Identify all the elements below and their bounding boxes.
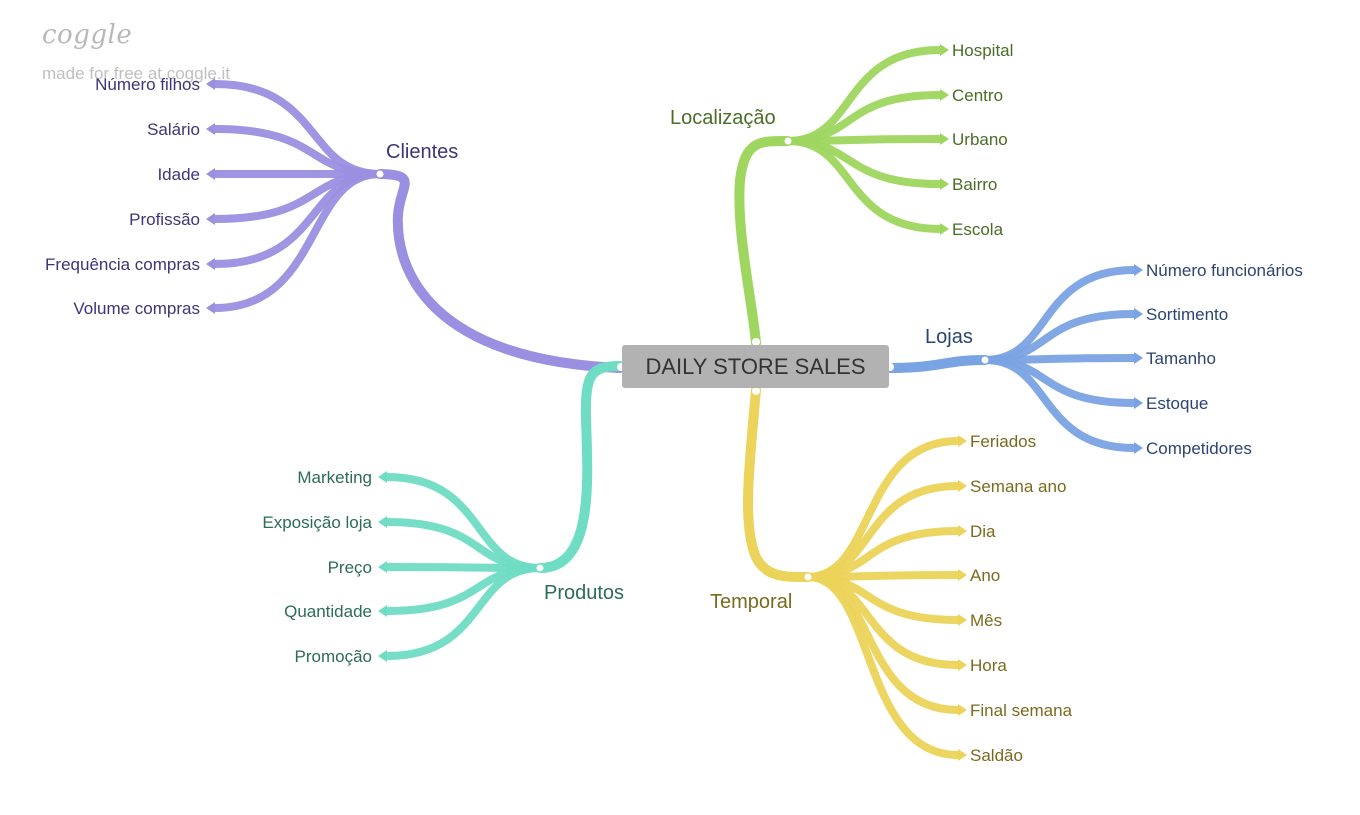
leaf-label[interactable]: Mês (970, 611, 1002, 630)
branch-clientes: Número filhosSalárioIdadeProfissãoFrequê… (45, 75, 625, 373)
leaf-label[interactable]: Ano (970, 566, 1000, 585)
branch-label-clientes[interactable]: Clientes (386, 141, 458, 163)
branch-label-temporal[interactable]: Temporal (710, 591, 792, 613)
leaf-arrow (958, 704, 967, 716)
leaf-arrow (378, 516, 387, 528)
leaf-arrow (958, 614, 967, 626)
branch-connector-clientes (375, 169, 625, 373)
leaf-arrow (1134, 352, 1143, 364)
branch-label-lojas[interactable]: Lojas (925, 326, 973, 348)
leaf-label[interactable]: Exposição loja (262, 513, 372, 532)
branch-connector-lojas (885, 355, 990, 373)
leaf-connector (784, 137, 944, 233)
leaf-label[interactable]: Final semana (970, 701, 1073, 720)
leaf-arrow (206, 123, 215, 135)
hub-notch (376, 170, 384, 178)
coggle-logo: coggle (42, 20, 133, 50)
leaf-arrow (940, 44, 949, 56)
hub-notch (784, 137, 792, 145)
leaf-label[interactable]: Número filhos (95, 75, 200, 94)
leaf-label[interactable]: Dia (970, 522, 996, 541)
leaf-label[interactable]: Bairro (952, 175, 997, 194)
branch-connector-temporal (743, 385, 813, 583)
leaf-arrow (206, 213, 215, 225)
leaf-arrow (958, 435, 967, 447)
leaf-arrow (940, 133, 949, 145)
leaf-label[interactable]: Hospital (952, 41, 1013, 60)
leaf-arrow (940, 178, 949, 190)
leaf-connector (804, 573, 962, 759)
leaf-arrow (1134, 264, 1143, 276)
leaf-label[interactable]: Idade (157, 165, 200, 184)
leaf-label[interactable]: Feriados (970, 432, 1036, 451)
leaf-label[interactable]: Tamanho (1146, 349, 1216, 368)
leaf-label[interactable]: Escola (952, 220, 1004, 239)
root-notch (752, 338, 760, 346)
root-node-label: DAILY STORE SALES (645, 353, 866, 379)
hub-notch (536, 564, 544, 572)
root-node[interactable]: DAILY STORE SALES (622, 345, 889, 388)
leaf-connector (211, 170, 384, 312)
leaf-arrow (206, 258, 215, 270)
leaf-arrow (958, 749, 967, 761)
leaf-connector (383, 564, 544, 660)
leaf-label[interactable]: Marketing (297, 468, 372, 487)
leaf-label[interactable]: Semana ano (970, 477, 1066, 496)
leaf-arrow (378, 605, 387, 617)
leaf-label[interactable]: Número funcionários (1146, 261, 1303, 280)
leaf-arrow (958, 525, 967, 537)
leaf-label[interactable]: Profissão (129, 210, 200, 229)
branch-label-produtos[interactable]: Produtos (544, 582, 624, 604)
coggle-credit: made for free at coggle.it (42, 64, 231, 83)
leaf-connector (804, 437, 962, 581)
leaf-label[interactable]: Sortimento (1146, 305, 1228, 324)
leaf-connector (981, 356, 1138, 452)
leaf-arrow (958, 659, 967, 671)
branch-label-localizacao[interactable]: Localização (670, 107, 776, 129)
leaf-arrow (958, 569, 967, 581)
leaf-arrow (1134, 397, 1143, 409)
hub-notch (804, 573, 812, 581)
leaf-arrow (1134, 442, 1143, 454)
leaf-arrow (958, 480, 967, 492)
leaf-label[interactable]: Salário (147, 120, 200, 139)
leaf-arrow (378, 471, 387, 483)
leaf-arrow (206, 302, 215, 314)
leaf-label[interactable]: Volume compras (73, 299, 200, 318)
leaf-label[interactable]: Competidores (1146, 439, 1252, 458)
leaf-label[interactable]: Urbano (952, 130, 1008, 149)
leaf-arrow (1134, 308, 1143, 320)
leaf-arrow (940, 223, 949, 235)
leaf-label[interactable]: Estoque (1146, 394, 1208, 413)
hub-notch (981, 356, 989, 364)
leaf-label[interactable]: Quantidade (284, 602, 372, 621)
leaf-arrow (206, 78, 215, 90)
leaf-label[interactable]: Promoção (295, 647, 372, 666)
branch-lojas: Número funcionáriosSortimentoTamanhoEsto… (885, 261, 1303, 458)
root-notch (752, 387, 760, 395)
leaf-label[interactable]: Preço (328, 558, 372, 577)
branch-connector-localizacao (734, 135, 793, 348)
leaf-arrow (378, 561, 387, 573)
leaf-arrow (378, 650, 387, 662)
leaf-arrow (940, 89, 949, 101)
leaf-label[interactable]: Centro (952, 86, 1003, 105)
leaf-label[interactable]: Frequência compras (45, 255, 200, 274)
leaf-label[interactable]: Hora (970, 656, 1007, 675)
leaf-label[interactable]: Saldão (970, 746, 1023, 765)
leaf-arrow (206, 168, 215, 180)
branch-connector-produtos (535, 361, 625, 573)
